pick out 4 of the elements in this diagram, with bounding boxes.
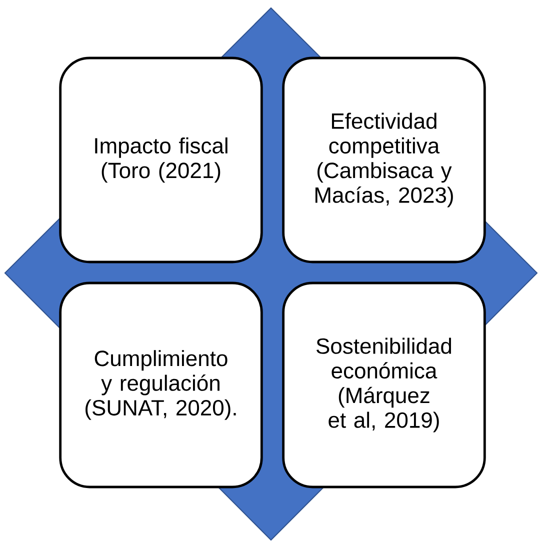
text-box: Impacto fiscal (Toro (2021) — [59, 56, 263, 264]
text-box: Sostenibilidad económica (Márquez et al, 2019) — [282, 282, 486, 488]
text-box: Cumplimiento y regulación (SUNAT, 2020). — [59, 282, 263, 488]
text-box: Efectividad competitiva (Cambisaca y Macías, 2023) — [282, 56, 486, 264]
